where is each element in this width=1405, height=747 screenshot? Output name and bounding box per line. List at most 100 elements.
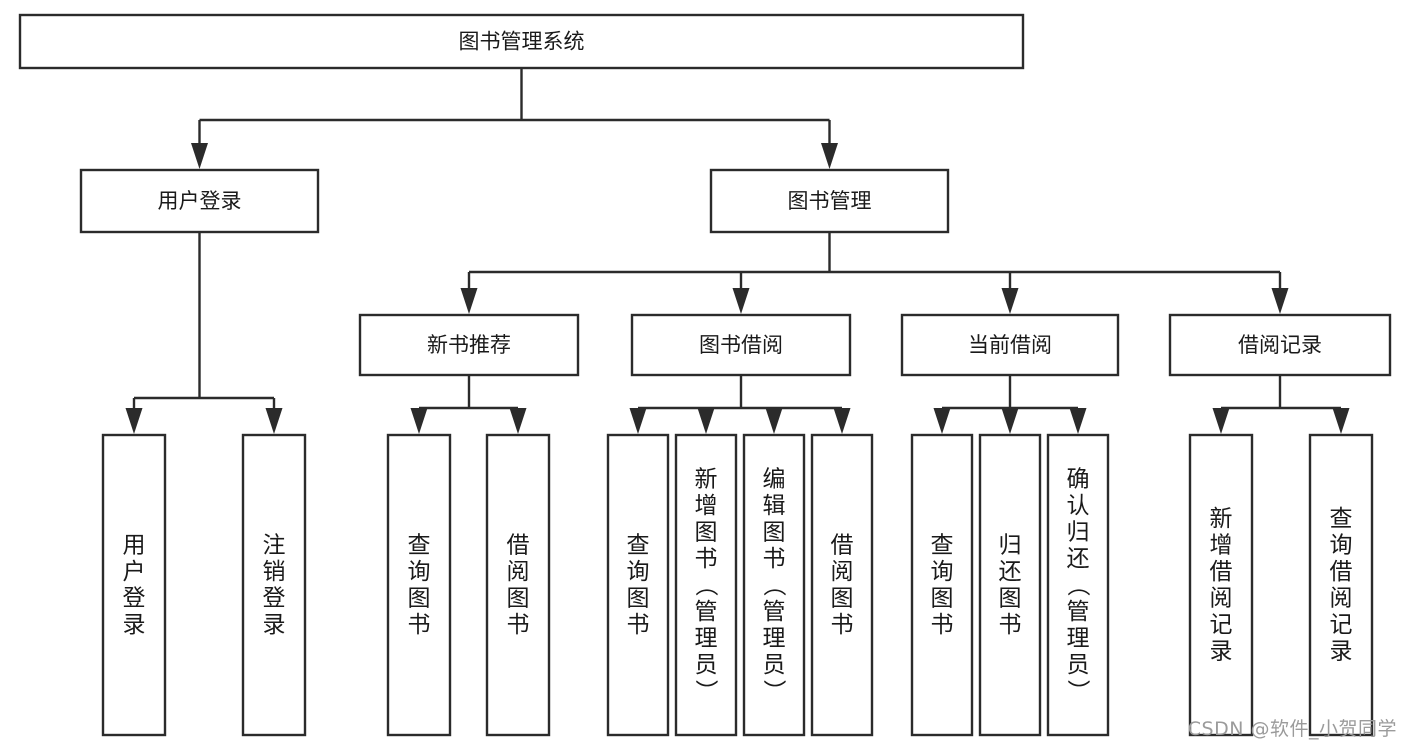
arrow-head-icon — [1001, 288, 1019, 314]
node-label-char: 图 — [763, 519, 786, 545]
arrow-head-icon — [821, 143, 838, 169]
node-box — [630, 313, 852, 377]
node-label-char: 图 — [831, 586, 854, 612]
node-label-char: 书 — [931, 612, 954, 638]
node-label-char: ） — [760, 679, 786, 702]
node-label-char: 阅 — [1210, 586, 1233, 612]
node-label: 图书管理 — [788, 189, 872, 213]
node-label-char: 增 — [1210, 533, 1233, 559]
node-label-char: 图 — [931, 586, 954, 612]
node-label-char: 书 — [695, 546, 718, 572]
node-new-book-recommend[interactable]: 新书推荐 — [358, 313, 580, 377]
node-label-char: 书 — [999, 612, 1022, 638]
node-label-char: 借 — [1210, 559, 1233, 585]
node-box — [606, 433, 670, 737]
node-box — [810, 433, 874, 737]
node-box — [358, 313, 580, 377]
node-label-char: 辑 — [763, 493, 786, 519]
arrow-head-icon — [629, 408, 647, 434]
connectors-layer — [125, 68, 1350, 434]
node-label-char: 查 — [1330, 506, 1353, 532]
node-box — [709, 168, 950, 234]
arrow-head-icon — [265, 408, 283, 434]
node-label-char: 书 — [507, 612, 530, 638]
node-label-char: 员 — [695, 652, 718, 678]
node-box — [1188, 433, 1254, 737]
arrow-head-icon — [125, 408, 143, 434]
node-label-char: 确 — [1067, 466, 1090, 492]
node-label: 图书管理系统 — [459, 30, 585, 54]
node-label-char: 图 — [507, 586, 530, 612]
node-label-char: 书 — [408, 612, 431, 638]
arrow-head-icon — [460, 288, 478, 314]
node-label-char: 注 — [263, 533, 286, 559]
node-label-char: 管 — [1067, 599, 1090, 625]
node-book-borrow[interactable]: 图书借阅 — [630, 313, 852, 377]
node-label: 借阅记录 — [1238, 333, 1322, 357]
node-box — [742, 433, 806, 737]
arrow-head-icon — [1332, 408, 1350, 434]
arrow-head-icon — [732, 288, 750, 314]
node-label-char: 记 — [1210, 612, 1233, 638]
node-label-char: 用 — [123, 533, 146, 559]
node-label-char: 员 — [763, 652, 786, 678]
node-label: 用户登录 — [158, 189, 242, 213]
arrow-head-icon — [765, 408, 783, 434]
node-label: 图书借阅 — [699, 333, 783, 357]
node-label-char: 还 — [999, 559, 1022, 585]
arrow-head-icon — [1069, 408, 1087, 434]
node-label-char: （ — [760, 573, 786, 596]
node-leaf-user-login[interactable]: 用户登录 — [101, 433, 167, 737]
node-label-char: ） — [1064, 679, 1090, 702]
node-label-char: 编 — [763, 466, 786, 492]
node-user-login[interactable]: 用户登录 — [79, 168, 320, 234]
node-book-management[interactable]: 图书管理 — [709, 168, 950, 234]
node-label-char: 阅 — [831, 559, 854, 585]
arrow-head-icon — [1212, 408, 1230, 434]
node-label-char: （ — [692, 573, 718, 596]
node-label-char: 录 — [1210, 639, 1233, 665]
node-label-char: 书 — [763, 546, 786, 572]
node-label-char: 查 — [408, 533, 431, 559]
node-label-char: 还 — [1067, 546, 1090, 572]
arrow-head-icon — [410, 408, 428, 434]
arrow-head-icon — [697, 408, 715, 434]
arrow-head-icon — [191, 143, 208, 169]
node-box — [1046, 433, 1110, 737]
arrow-head-icon — [1001, 408, 1019, 434]
node-label-char: 归 — [999, 533, 1022, 559]
node-box — [1308, 433, 1374, 737]
node-label-char: 借 — [1330, 559, 1353, 585]
node-current-borrow[interactable]: 当前借阅 — [900, 313, 1120, 377]
node-box — [386, 433, 452, 737]
node-box — [900, 313, 1120, 377]
node-box — [1168, 313, 1392, 377]
node-label-char: 借 — [831, 533, 854, 559]
node-box — [241, 433, 307, 737]
node-label-char: 询 — [1330, 533, 1353, 559]
node-label-char: 阅 — [507, 559, 530, 585]
node-label-char: 询 — [627, 559, 650, 585]
node-box — [978, 433, 1042, 737]
node-label-char: 询 — [931, 559, 954, 585]
node-label-char: 图 — [408, 586, 431, 612]
node-box — [101, 433, 167, 737]
node-root[interactable]: 图书管理系统 — [18, 13, 1025, 70]
node-borrow-record[interactable]: 借阅记录 — [1168, 313, 1392, 377]
nodes-layer: 图书管理系统用户登录图书管理新书推荐图书借阅当前借阅借阅记录用户登录注销登录查询… — [18, 13, 1392, 737]
node-label-char: 新 — [1210, 506, 1233, 532]
node-label-char: 认 — [1067, 493, 1090, 519]
